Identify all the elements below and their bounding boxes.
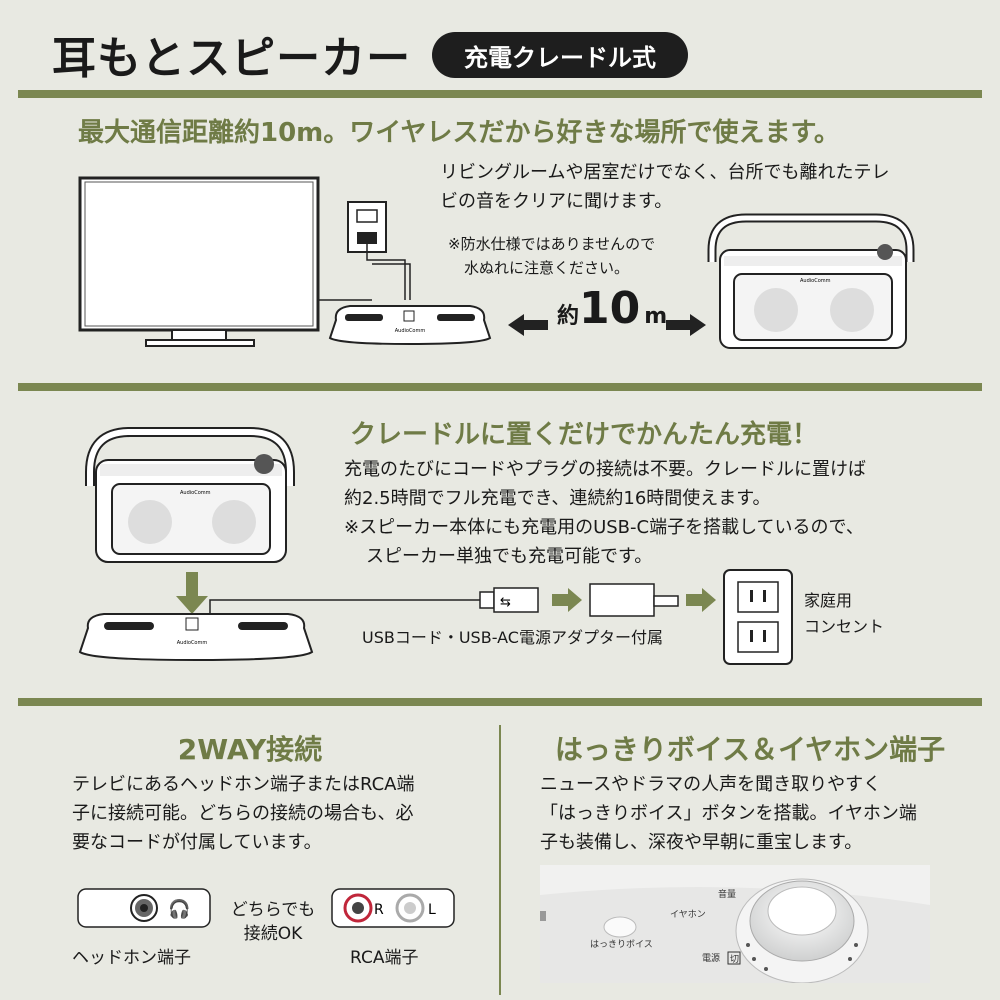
speaker-icon: AudioComm <box>85 427 295 563</box>
outlet-label-line: コンセント <box>804 617 885 636</box>
clear-voice-description-line: ニュースやドラマの人声を聞き取りやすく <box>540 774 882 795</box>
tv-to-speaker-illustration: AudioComm AudioComm <box>78 176 915 349</box>
charging-description-line: 約2.5時間でフル充電でき、連続約16時間使えます。 <box>344 488 771 509</box>
rca-l-label: L <box>428 902 436 918</box>
arrow-left-icon <box>508 314 548 336</box>
rca-r-label: R <box>374 902 384 918</box>
ac-adapter-icon <box>589 583 679 617</box>
clear-voice-description-line: 子も装備し、深夜や早朝に重宝します。 <box>540 832 863 853</box>
cradle-charging-heading: クレードルに置くだけでかんたん充電！ <box>350 420 819 450</box>
arrow-right-icon <box>552 588 582 612</box>
outlet-label-line: 家庭用 <box>804 591 853 610</box>
home-outlet-icon <box>723 569 793 665</box>
volume-knob <box>735 878 869 983</box>
distance-value: 10 <box>579 283 641 334</box>
charging-description: 充電のたびにコードやプラグの接続は不要。クレードルに置けば 約2.5時間でフル充… <box>344 455 866 513</box>
two-way-description-line: テレビにあるヘッドホン端子またはRCA端 <box>72 774 415 795</box>
cradle-icon: AudioComm <box>328 305 492 346</box>
section-divider <box>18 698 982 706</box>
rca-jack-box: R L <box>331 888 455 928</box>
charging-illustration: AudioComm AudioComm ⇆ <box>78 427 793 665</box>
earphone-label: イヤホン <box>670 909 706 920</box>
range-description-line: リビングルームや居室だけでなく、台所でも離れたテレ <box>440 162 890 183</box>
accessory-label: USBコード・USB-AC電源アダプター付属 <box>362 628 663 647</box>
distance-prefix: 約 <box>557 304 580 329</box>
usb-c-note-line: スピーカー単独でも充電可能です。 <box>366 546 653 567</box>
page-title: 耳もとスピーカー <box>52 33 412 84</box>
outlet-label: 家庭用 コンセント <box>804 588 884 640</box>
clear-voice-heading: はっきりボイス＆イヤホン端子 <box>554 733 946 766</box>
waterproof-note: ※防水仕様ではありませんので 水ぬれに注意ください。 <box>448 232 655 280</box>
speaker-icon: AudioComm <box>707 213 915 349</box>
two-way-description-line: 子に接続可能。どちらの接続の場合も、必 <box>72 803 414 824</box>
headphones-icon: 🎧 <box>168 898 190 920</box>
two-way-description-line: 要なコードが付属しています。 <box>72 832 322 853</box>
arrow-right-icon <box>686 588 716 612</box>
cradle-brand: AudioComm <box>395 328 426 334</box>
range-description: リビングルームや居室だけでなく、台所でも離れたテレ ビの音をクリアに聞けます。 <box>440 158 889 216</box>
range-heading: 最大通信距離約10m。ワイヤレスだから好きな場所で使えます。 <box>78 118 840 148</box>
usb-c-note: ※スピーカー本体にも充電用のUSB-C端子を搭載しているので、 スピーカー単独で… <box>344 513 864 571</box>
either-connection-line: 接続OK <box>243 924 303 944</box>
clear-voice-description: ニュースやドラマの人声を聞き取りやすく 「はっきりボイス」ボタンを搭載。イヤホン… <box>540 770 917 857</box>
speaker-brand: AudioComm <box>180 490 211 496</box>
arrow-down-icon <box>176 572 208 614</box>
volume-label: 音量 <box>718 888 736 900</box>
clear-voice-button <box>603 916 637 938</box>
control-panel-photo: はっきりボイス イヤホン 音量 電源 切 <box>540 865 930 983</box>
speaker-brand: AudioComm <box>800 278 831 284</box>
section-divider <box>18 90 982 98</box>
cradle-brand: AudioComm <box>177 640 208 646</box>
two-way-heading: 2WAY接続 <box>177 733 323 766</box>
usb-c-note-line: ※スピーカー本体にも充電用のUSB-C端子を搭載しているので、 <box>344 517 864 538</box>
clear-voice-description-line: 「はっきりボイス」ボタンを搭載。イヤホン端 <box>540 803 917 824</box>
charging-description-line: 充電のたびにコードやプラグの接続は不要。クレードルに置けば <box>344 459 866 480</box>
arrow-right-icon <box>666 314 706 336</box>
cradle-icon: AudioComm <box>78 613 314 662</box>
charging-cradle-badge: 充電クレードル式 <box>432 32 688 78</box>
either-connection-line: どちらでも <box>230 900 316 920</box>
svg-text:⇆: ⇆ <box>500 595 511 610</box>
headphone-jack-label: ヘッドホン端子 <box>72 948 191 968</box>
waterproof-note-line: 水ぬれに注意ください。 <box>464 259 630 277</box>
range-description-line: ビの音をクリアに聞けます。 <box>440 191 673 212</box>
section-divider <box>18 383 982 391</box>
distance-unit: m <box>644 304 668 329</box>
column-divider <box>499 725 501 995</box>
connector-illustration: 🎧 R L <box>77 888 455 928</box>
usb-plug-icon: ⇆ <box>479 587 539 613</box>
waterproof-note-line: ※防水仕様ではありませんので <box>448 235 656 253</box>
power-label: 電源 <box>702 953 720 964</box>
two-way-description: テレビにあるヘッドホン端子またはRCA端 子に接続可能。どちらの接続の場合も、必… <box>72 770 415 857</box>
power-off-label: 切 <box>730 954 739 965</box>
headphone-jack-box: 🎧 <box>77 888 211 928</box>
either-connection-text: どちらでも 接続OK <box>214 898 332 946</box>
rca-jack-label: RCA端子 <box>350 948 419 968</box>
tv-icon <box>78 176 320 347</box>
clear-voice-label: はっきりボイス <box>590 939 653 950</box>
